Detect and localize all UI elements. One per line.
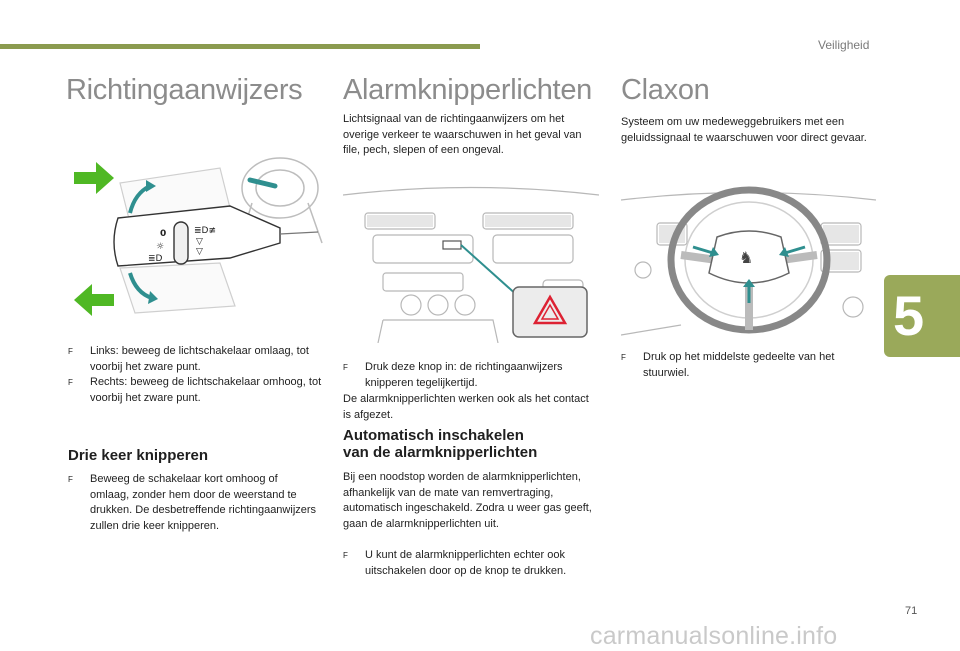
turn-signal-instructions: F Links: beweeg de lichtschakelaar omlaa… bbox=[68, 344, 323, 406]
illustration-steering-wheel: ♞ bbox=[621, 185, 876, 343]
right-arrow-icon bbox=[72, 160, 116, 196]
bullet-mark: F bbox=[68, 475, 73, 484]
hazard-intro: Lichtsignaal van de richtingaanwijzers o… bbox=[343, 113, 582, 156]
bullet-mark: F bbox=[68, 347, 73, 356]
list-item: F Druk op het middelste gedeelte van het… bbox=[621, 351, 835, 379]
subheading-three-flashes: Drie keer knipperen bbox=[68, 447, 209, 464]
column-hazard-lights: Alarmknipperlichten bbox=[343, 68, 599, 112]
subheading-auto-hazard: Automatisch inschakelen van de alarmknip… bbox=[343, 427, 538, 461]
list-item: F Beweeg de schakelaar kort omhoog of om… bbox=[68, 473, 317, 532]
hazard-instructions: F Druk deze knop in: de richtingaanwijze… bbox=[343, 360, 599, 391]
watermark: carmanualsonline.info bbox=[590, 622, 838, 650]
auto-hazard-text: Bij een noodstop worden de alarmknipperl… bbox=[343, 471, 592, 530]
chapter-number: 5 bbox=[893, 284, 925, 347]
svg-text:▽: ▽ bbox=[196, 237, 203, 247]
horn-instructions: F Druk op het middelste gedeelte van het… bbox=[621, 350, 876, 381]
chapter-tab bbox=[884, 275, 960, 357]
left-arrow-icon bbox=[72, 282, 116, 318]
svg-text:☼: ☼ bbox=[156, 242, 164, 252]
section-title: Veiligheid bbox=[818, 38, 870, 52]
svg-text:0: 0 bbox=[160, 229, 166, 239]
heading-hazard-lights: Alarmknipperlichten bbox=[343, 74, 592, 106]
page-number: 71 bbox=[905, 605, 918, 617]
column-horn: Claxon bbox=[621, 68, 876, 112]
auto-hazard-instructions: F U kunt de alarmknipperlichten echter o… bbox=[343, 548, 599, 579]
bullet-mark: F bbox=[343, 363, 348, 372]
illustration-lighting-stalk: 0 ☼ ≣D ≣D≢ ▽ ▽ bbox=[70, 148, 328, 323]
hazard-note: De alarmknipperlichten werken ook als he… bbox=[343, 393, 589, 421]
bullet-mark: F bbox=[621, 353, 626, 362]
svg-text:≣D≢: ≣D≢ bbox=[194, 226, 216, 236]
three-flashes-instructions: F Beweeg de schakelaar kort omhoog of om… bbox=[68, 472, 318, 534]
list-item: F Druk deze knop in: de richtingaanwijze… bbox=[343, 361, 563, 389]
list-item: F U kunt de alarmknipperlichten echter o… bbox=[343, 549, 567, 577]
svg-text:♞: ♞ bbox=[739, 248, 753, 267]
list-item: F Links: beweeg de lichtschakelaar omlaa… bbox=[68, 345, 309, 373]
heading-turn-signals: Richtingaanwijzers bbox=[66, 74, 303, 106]
svg-text:≣D: ≣D bbox=[148, 254, 163, 264]
svg-text:▽: ▽ bbox=[196, 247, 203, 257]
top-accent-bar bbox=[0, 44, 480, 49]
column-turn-signals: Richtingaanwijzers bbox=[66, 68, 324, 112]
bullet-mark: F bbox=[68, 378, 73, 387]
bullet-mark: F bbox=[343, 551, 348, 560]
heading-horn: Claxon bbox=[621, 74, 710, 106]
horn-intro: Systeem om uw medeweggebruikers met een … bbox=[621, 116, 867, 144]
illustration-dashboard-hazard-button bbox=[343, 185, 599, 343]
list-item: F Rechts: beweeg de lichtschakelaar omho… bbox=[68, 376, 322, 404]
